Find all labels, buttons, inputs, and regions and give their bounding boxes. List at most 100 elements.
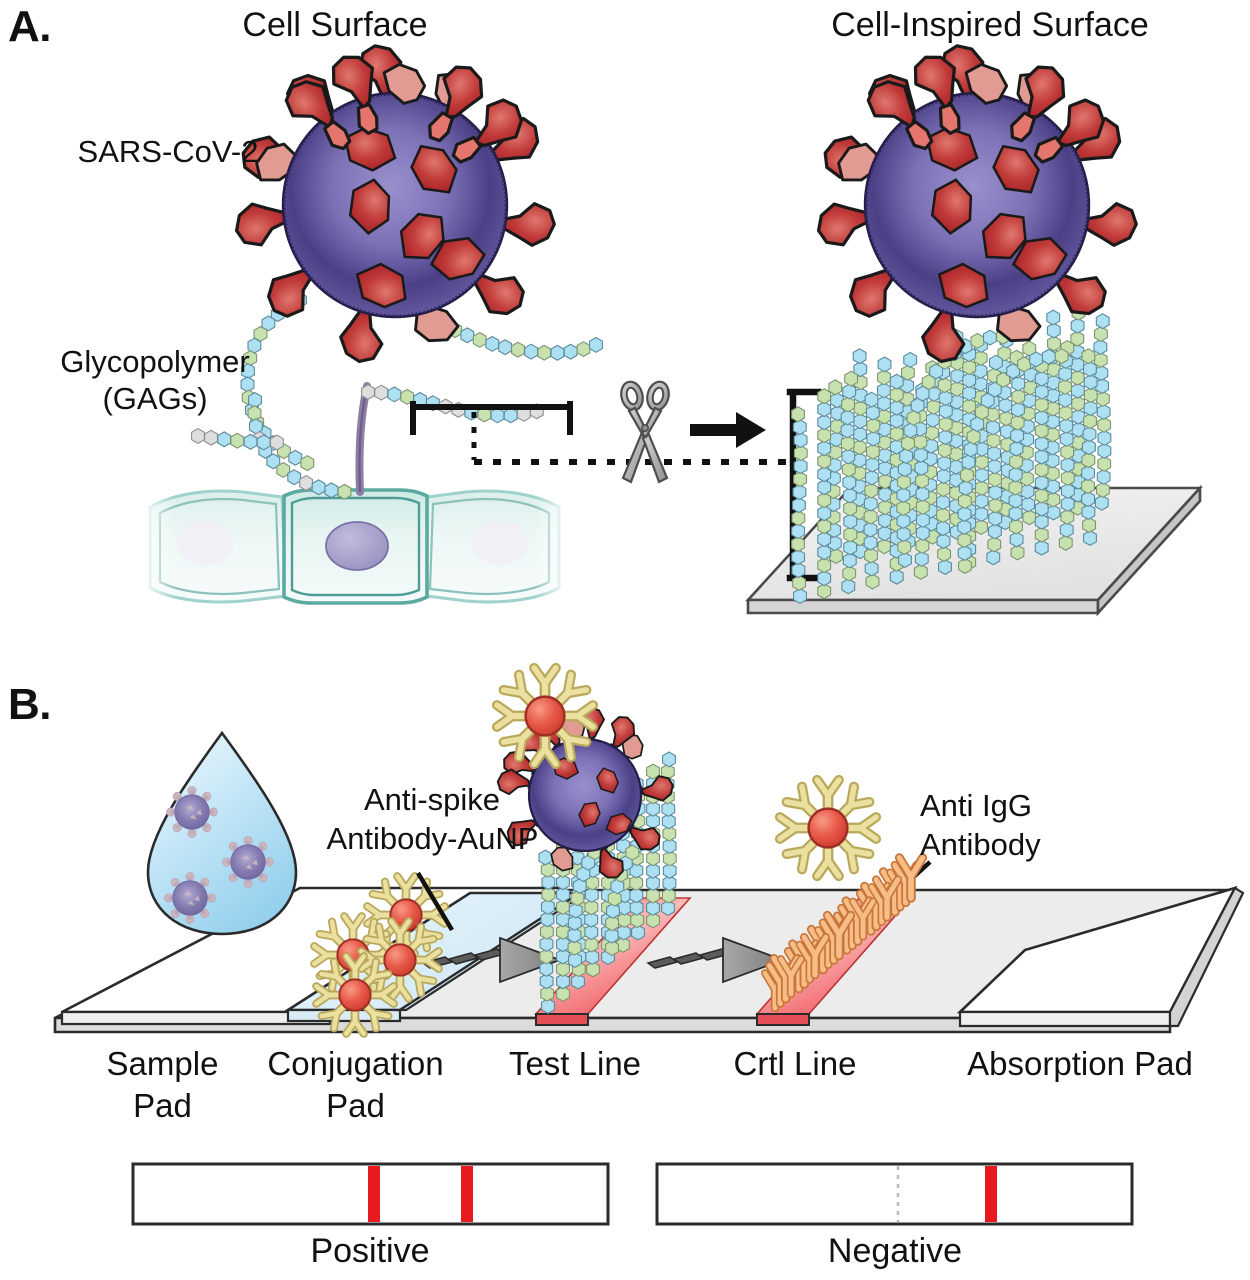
panel-b-graphics (53, 668, 1245, 1226)
brush-chain-bead (1083, 530, 1097, 546)
brush-chain-bead (987, 536, 1002, 553)
brush-chain-bead (937, 442, 952, 459)
brush-chain-bead (1082, 361, 1097, 378)
brush-chain-bead (936, 481, 951, 498)
brush-chain-bead (1017, 356, 1032, 373)
brush-chain-bead (925, 411, 940, 428)
brush-chain-bead (1081, 348, 1096, 365)
brush-chain-bead (793, 432, 808, 449)
brush-chain-bead (841, 578, 856, 595)
glycopolymer-bead (563, 343, 578, 360)
brush-chain-bead (915, 498, 930, 515)
test-brush-bead (570, 890, 585, 907)
brush-chain-bead (937, 546, 952, 562)
brush-chain-bead (1083, 374, 1098, 391)
brush-chain-bead (1081, 439, 1096, 456)
brush-chain-bead (1054, 348, 1069, 365)
spike-protein-front (937, 262, 989, 309)
glycopolymer-bead (204, 429, 219, 446)
anti-igg-callout-line2: Antibody (920, 827, 1041, 862)
brush-chain-bead (998, 397, 1013, 414)
result-strip-negative (655, 1162, 1134, 1226)
brush-chain-bead (792, 419, 807, 436)
glycopolymer-bead (217, 431, 232, 448)
brush-chain-bead (1060, 508, 1075, 525)
brush-chain-bead (1029, 351, 1044, 368)
scissors-icon (620, 380, 670, 484)
flow-arrow-2 (646, 936, 786, 984)
brush-chain-bead (1009, 453, 1024, 470)
brush-chain-bead (1021, 496, 1036, 513)
glycopolymer-bead (191, 428, 205, 444)
brush-chain-bead (1022, 509, 1037, 526)
brush-chain-bead (986, 432, 1001, 449)
virus-particle-left (231, 41, 559, 368)
brush-chain-bead (1082, 426, 1097, 443)
brush-chain-bead (957, 493, 972, 509)
sars-cov-2-label: SARS-CoV-2 (77, 134, 259, 169)
spike-protein-front (399, 212, 445, 260)
brush-chain-bead (1095, 481, 1110, 498)
brush-chain-bead (840, 409, 855, 426)
test-brush-bead (607, 890, 622, 907)
brush-chain-bead (915, 472, 929, 489)
brush-chain-bead (1046, 309, 1061, 326)
glycopolymer-bead (490, 407, 505, 424)
brush-chain-bead (938, 429, 953, 446)
brush-chain-bead (957, 506, 972, 522)
brush-chain-bead (937, 377, 952, 394)
brush-chain-bead (896, 474, 911, 490)
brush-chain-bead (852, 348, 867, 365)
brush-chain-bead (842, 474, 857, 491)
brush-chain-bead (841, 461, 856, 478)
brush-chain-bead (937, 455, 952, 472)
brush-chain-bead (842, 552, 857, 569)
cell-nucleus (325, 521, 389, 571)
brush-chain-bead (889, 373, 904, 390)
brush-chain-bead (791, 510, 806, 527)
brush-chain-bead (913, 446, 928, 463)
droplet-virus-1 (164, 784, 220, 840)
glycopolymer-bead (511, 341, 525, 358)
brush-chain-bead (1010, 427, 1025, 444)
brush-chain-bead (925, 424, 939, 441)
glycopolymer-bead (485, 335, 500, 352)
brush-chain-bead (1095, 313, 1110, 330)
brush-chain-bead (988, 471, 1002, 488)
brush-chain-bead (914, 459, 929, 476)
panel-a-title-left: Cell Surface (242, 6, 428, 44)
brush-chain-bead (1093, 339, 1108, 355)
positive-control-line (461, 1166, 473, 1222)
panel-a-graphics (140, 41, 1203, 617)
brush-chain-bead (1010, 544, 1025, 561)
brush-chain-bead (841, 448, 856, 465)
brush-chain-bead (903, 422, 918, 439)
glycopolymer-bead (460, 327, 475, 344)
brush-chain-bead (1009, 440, 1024, 457)
brush-chain-bead (974, 519, 988, 535)
brush-chain-bead (792, 575, 807, 591)
brush-chain-bead (791, 497, 806, 514)
glycopolymer-bead (589, 336, 603, 353)
panel-b-letter: B. (8, 680, 52, 729)
brush-chain-bead (865, 443, 880, 460)
brush-chain-bead (791, 406, 805, 423)
brush-chain-bead (938, 559, 952, 575)
strip-label-conjugation-pad-line1: Conjugation (267, 1045, 444, 1082)
brush-chain-bead (961, 454, 976, 471)
glycopolymer-bead (524, 343, 539, 360)
brush-chain-bead (1041, 348, 1056, 365)
glycopolymer-bead (311, 479, 326, 496)
test-line-complex (494, 668, 677, 1014)
anti-igg-callout-line1: Anti IgG (920, 788, 1032, 823)
result-label-negative: Negative (827, 1232, 963, 1270)
result-strip-positive (131, 1162, 610, 1226)
brush-chain-bead (1083, 413, 1097, 430)
panel-a-title-right: Cell-Inspired Surface (831, 6, 1149, 44)
brush-chain-bead (926, 398, 941, 415)
brush-chain-bead (1059, 430, 1074, 447)
brush-chain-bead (877, 538, 892, 555)
brush-chain-bead (896, 487, 911, 503)
brush-chain-bead (1046, 322, 1061, 339)
